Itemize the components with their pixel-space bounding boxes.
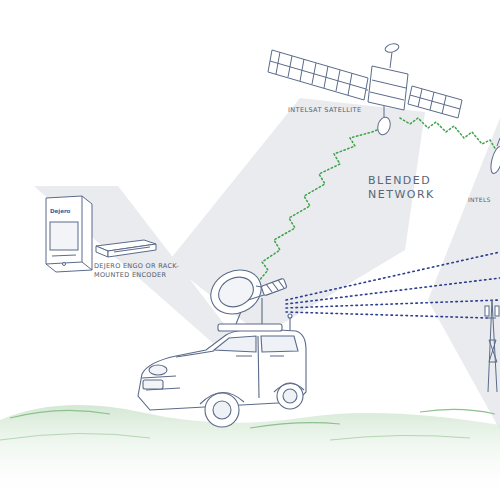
second-satellite xyxy=(489,138,500,175)
encoder-device xyxy=(46,196,92,272)
encoder-device-part xyxy=(46,196,92,272)
green-dotted-link-part xyxy=(400,118,496,150)
satellite-dish-part xyxy=(261,278,287,296)
encoder-device-part xyxy=(50,222,78,250)
ground-wash-part xyxy=(10,409,495,428)
encoder-device-part xyxy=(63,263,66,266)
satellite-dish-part xyxy=(288,314,292,318)
blue-dotted-link-part xyxy=(286,300,500,308)
cell-tower-part xyxy=(495,306,499,316)
signal-beam-part xyxy=(168,98,425,336)
news-vehicle-part xyxy=(214,336,256,352)
news-vehicle-part xyxy=(200,383,304,404)
rack-encoder-part xyxy=(114,247,150,252)
rack-encoder xyxy=(96,240,156,257)
satellite-dish-part xyxy=(266,280,284,292)
news-vehicle xyxy=(138,329,306,427)
blue-dotted-link-part xyxy=(286,278,500,304)
blue-dotted-link-part xyxy=(286,252,500,300)
rack-encoder-part xyxy=(96,246,108,257)
encoder-device-part xyxy=(52,255,76,256)
news-vehicle-part xyxy=(142,336,284,398)
intelsat-satellite xyxy=(268,42,462,136)
blue-dotted-link xyxy=(286,252,500,318)
intelsat-satellite-part xyxy=(368,66,408,110)
intelsat-satellite-part xyxy=(370,80,406,100)
rack-encoder-part xyxy=(108,244,156,257)
green-dotted-link xyxy=(258,118,496,282)
satellite-label: INTELS xyxy=(468,196,491,203)
intelsat-satellite-part xyxy=(384,106,385,118)
news-vehicle-part xyxy=(283,389,297,403)
news-vehicle-part xyxy=(213,401,231,419)
cell-tower xyxy=(485,300,499,392)
blue-dotted-link-part xyxy=(286,312,488,318)
second-satellite-part xyxy=(497,138,500,146)
intelsat-satellite-part xyxy=(390,52,392,68)
intelsat-satellite-part xyxy=(410,89,460,114)
satellite-dish-part xyxy=(218,324,282,331)
cell-tower-part xyxy=(485,306,489,316)
ground-wash-part xyxy=(0,405,500,500)
encoder-device-part xyxy=(46,196,92,270)
ground-wash xyxy=(0,405,500,500)
intelsat-satellite-part xyxy=(384,42,400,53)
brand-mark: Dejero xyxy=(50,208,70,215)
intelsat-satellite-part xyxy=(376,116,392,136)
signal-beam-part xyxy=(428,118,500,430)
news-vehicle-part xyxy=(205,393,239,427)
intelsat-satellite-part xyxy=(268,50,368,100)
intelsat-satellite-part xyxy=(408,86,462,118)
network-label: BLENDED NETWORK xyxy=(368,174,444,202)
satellite-dish xyxy=(204,262,292,331)
satellite-dish-part xyxy=(204,262,269,322)
second-satellite-part xyxy=(489,145,500,175)
news-vehicle-part xyxy=(261,336,298,352)
encoder-label: DEJERO ENGO OR RACK-MOUNTED ENCODER xyxy=(94,262,196,280)
satellite-dish-part xyxy=(214,272,258,313)
intelsat-satellite-part xyxy=(270,52,366,95)
signal-beam-part xyxy=(34,186,238,344)
intelsat-satellite-part xyxy=(366,90,368,91)
green-dotted-link-part xyxy=(258,128,382,282)
news-vehicle-part xyxy=(149,365,167,375)
satellite-dish-part xyxy=(289,318,290,330)
signal-beam xyxy=(34,98,500,430)
satellite-label: INTELSAT SATELLITE xyxy=(288,107,361,115)
ground-wash-part xyxy=(0,433,470,440)
news-vehicle-part xyxy=(143,380,163,389)
